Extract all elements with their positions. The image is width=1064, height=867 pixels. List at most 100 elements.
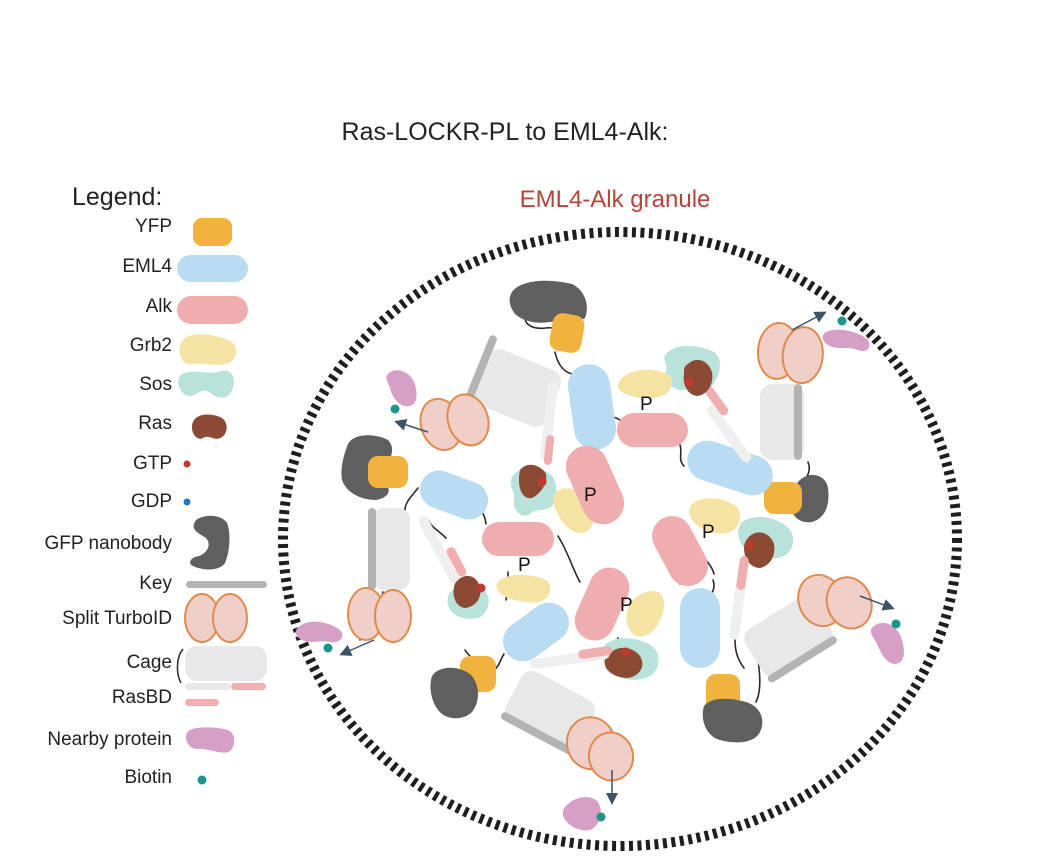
split-turboid [756, 322, 824, 385]
biotin [323, 643, 333, 653]
legend-label-split-turboid: Split TurboID [62, 608, 172, 629]
phospho-label: P [518, 555, 531, 576]
sos-icon [178, 370, 234, 398]
grb2 [626, 590, 665, 637]
alk [574, 567, 630, 641]
legend-label-gfp-nanobody: GFP nanobody [44, 533, 172, 554]
biotin-icon [197, 775, 207, 785]
legend-label-grb2: Grb2 [129, 335, 172, 356]
cage [760, 384, 804, 460]
alk [617, 413, 688, 447]
alk-icon [177, 296, 248, 324]
legend-label-alk: Alk [145, 296, 172, 317]
yfp-icon [193, 218, 232, 246]
rasbd-linker [706, 405, 752, 463]
split-turboid-icon [184, 593, 248, 643]
gdp-icon [183, 498, 191, 506]
eml4 [567, 364, 617, 450]
nearby-protein [870, 622, 904, 664]
rasbd [543, 435, 555, 465]
legend-label-ras: Ras [138, 413, 172, 434]
granule-boundary [278, 227, 962, 851]
ras [518, 464, 547, 499]
yfp [549, 313, 585, 353]
gtp-icon [183, 460, 191, 468]
rasbd-linker [418, 515, 460, 585]
cluster-top-right: P [617, 311, 870, 523]
cage [463, 335, 562, 427]
nearby-protein-icon [185, 727, 235, 753]
legend-label-gdp: GDP [130, 491, 172, 512]
biotinylation-arrow [339, 639, 375, 656]
legend-label-yfp: YFP [135, 216, 172, 237]
ras [453, 575, 481, 608]
split-turboid [797, 573, 873, 630]
cage [368, 508, 410, 590]
alk [652, 515, 708, 587]
rasbd [578, 646, 612, 659]
alk [565, 445, 625, 525]
eml4 [503, 602, 569, 662]
gtp [684, 377, 694, 387]
eml4 [680, 588, 720, 668]
gfp-nanobody-icon [190, 515, 230, 570]
rasbd-icon [185, 699, 219, 706]
biotinylation-arrow [791, 311, 827, 331]
eml4 [419, 470, 489, 520]
biotin [891, 619, 901, 629]
gtp [745, 540, 755, 550]
phospho-label: P [620, 595, 633, 616]
biotin [596, 812, 606, 822]
legend-label-biotin: Biotin [124, 767, 172, 788]
legend-icons [176, 218, 267, 785]
yfp [368, 456, 408, 488]
legend-heading: Legend: [72, 183, 163, 211]
granule-label: EML4-Alk granule [519, 186, 711, 213]
ras [604, 647, 643, 678]
split-turboid [565, 716, 635, 782]
legend-label-cage: Cage [126, 652, 172, 673]
biotinylation-arrow [859, 595, 895, 611]
eml4-icon [177, 255, 248, 282]
split-turboid [419, 393, 490, 451]
cluster-left: P [295, 435, 554, 656]
nearby-protein [386, 370, 417, 407]
phospho-label: P [640, 394, 653, 415]
legend-label-nearby-protein: Nearby protein [47, 729, 172, 750]
ras-icon [191, 414, 227, 439]
rasbd [736, 556, 749, 590]
alk [482, 522, 554, 556]
nearby-protein [822, 329, 870, 352]
legend-label-sos: Sos [139, 374, 172, 395]
gtp [476, 583, 486, 593]
grb2 [689, 498, 741, 534]
grb2 [617, 369, 673, 399]
gtp [621, 647, 631, 657]
eml4 [687, 440, 773, 496]
rasbd-linker [540, 380, 558, 460]
legend-label-gtp: GTP [132, 453, 172, 474]
biotin [390, 404, 400, 414]
ras [744, 532, 775, 568]
gtp [537, 477, 547, 487]
rasbd [446, 547, 467, 577]
legend-label-key: Key [139, 573, 172, 594]
grb2 [496, 574, 551, 603]
cluster-right: P [652, 498, 904, 743]
cluster-top: P [386, 280, 625, 534]
gfp-nanobody [509, 280, 587, 323]
nearby-protein [562, 797, 601, 831]
phospho-label: P [584, 485, 597, 506]
grb2-icon [179, 334, 237, 365]
cage-icon [176, 646, 267, 690]
ras [683, 359, 713, 396]
biotinylation-arrow [394, 419, 429, 433]
split-turboid [347, 587, 412, 643]
nearby-protein [295, 621, 343, 643]
rasbd [704, 386, 729, 416]
legend-label-rasbd: RasBD [111, 687, 172, 708]
biotin [837, 316, 847, 326]
key-icon [186, 581, 267, 588]
